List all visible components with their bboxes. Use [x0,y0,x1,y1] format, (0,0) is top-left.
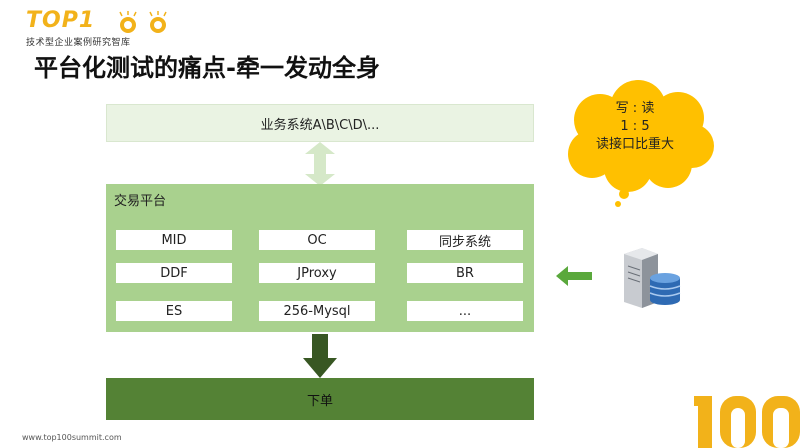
big-100-logo-mark [694,396,800,448]
platform-cell-ddf: DDF [116,263,232,283]
top100-logo: TOP1 技术型企业案例研究智库 [26,8,226,48]
double-arrow-icon [305,142,335,186]
down-arrow-icon [303,334,337,378]
platform-cell-jproxy: JProxy [259,263,375,283]
logo-subtitle: 技术型企业案例研究智库 [26,38,131,48]
callout-note: 读接口比重大 [595,137,674,152]
callout-ratio-label: 写 : 读 [615,101,655,116]
order-label: 下单 [306,393,333,409]
platform-cell-es: ES [116,301,232,321]
logo-wordmark: TOP1 [26,8,96,33]
left-arrow-icon [556,266,592,286]
order-box: 下单 [106,378,534,420]
platform-cell-oc: OC [259,230,375,250]
footer-url: www.top100summit.com [22,433,122,442]
page-title: 平台化测试的痛点-牵一发动全身 [34,54,380,82]
platform-cell-more: ... [407,301,523,321]
business-systems-label: 业务系统A\B\C\D\... [260,117,380,133]
callout-cloud-shape [568,80,714,207]
callout-text: 写 : 读 1 : 5 读接口比重大 [560,100,710,154]
platform-cell-mysql: 256-Mysql [259,301,375,321]
platform-cell-br: BR [407,263,523,283]
logo-eyes-icon [119,11,167,33]
trading-platform-label: 交易平台 [114,194,167,209]
platform-cell-mid: MID [116,230,232,250]
callout-ratio-value: 1 : 5 [620,119,650,134]
trading-platform-box: 交易平台 MID OC 同步系统 DDF JProxy BR ES 256-My… [106,184,534,332]
business-systems-box: 业务系统A\B\C\D\... [106,104,534,142]
database-server-icon [624,248,681,308]
platform-cell-sync: 同步系统 [407,230,523,250]
